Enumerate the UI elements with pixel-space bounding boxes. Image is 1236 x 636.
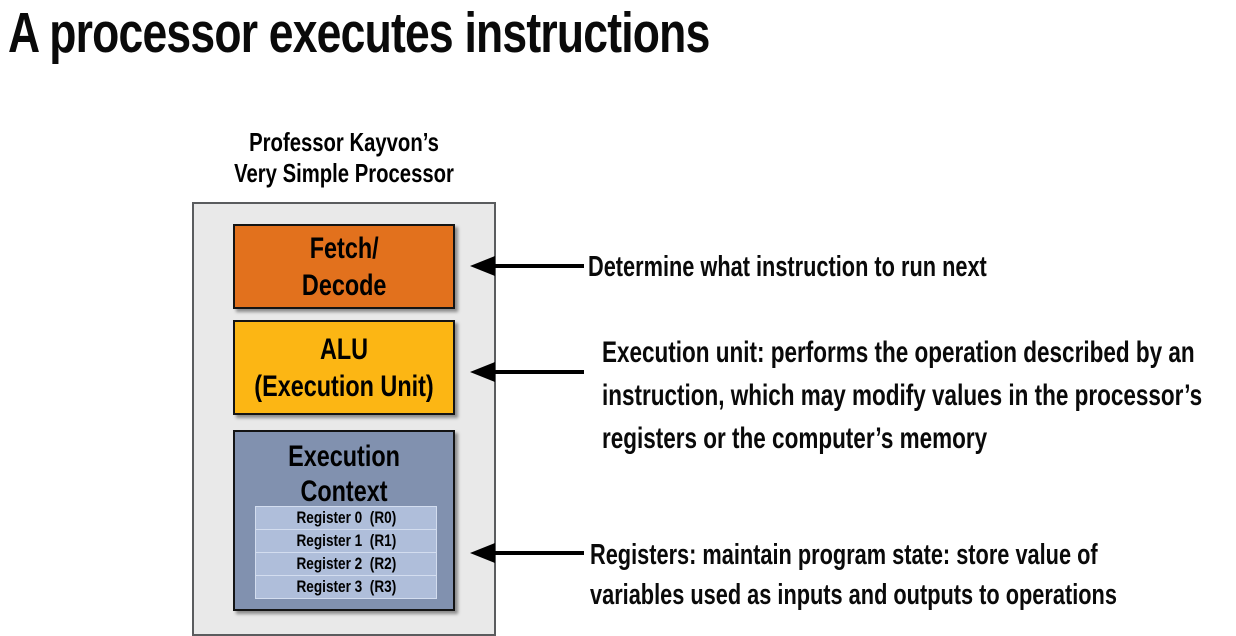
register-row-r2-label: Register 2 (R2) — [296, 554, 396, 573]
register-file: Register 0 (R0) Register 1 (R1) Register… — [255, 506, 437, 599]
left-arrowhead-icon — [470, 362, 495, 382]
fetch-decode-label-line2: Decode — [301, 268, 387, 302]
registers-annotation: Registers: maintain program state: store… — [590, 535, 1117, 615]
alu-label: ALU (Execution Unit) — [254, 331, 433, 405]
register-row-r1-label: Register 1 (R1) — [296, 531, 396, 550]
arrow-shaft — [493, 551, 584, 555]
fetch-decode-unit: Fetch/ Decode — [233, 224, 455, 309]
register-row-r2: Register 2 (R2) — [255, 552, 437, 576]
register-row-r3-label: Register 3 (R3) — [296, 577, 396, 596]
register-row-r1: Register 1 (R1) — [255, 529, 437, 553]
execution-context-label: Execution Context — [259, 432, 429, 509]
arrow-shaft — [493, 370, 584, 374]
left-arrowhead-icon — [470, 543, 495, 563]
alu-label-line1: ALU — [319, 332, 369, 366]
registers-annotation-line1: Registers: maintain program state: store… — [590, 539, 1098, 571]
processor-caption-line2: Very Simple Processor — [234, 158, 454, 188]
registers-annotation-line2: variables used as inputs and outputs to … — [590, 579, 1117, 611]
execution-context-label-line1: Execution — [288, 440, 400, 473]
fetch-annotation: Determine what instruction to run next — [588, 249, 987, 285]
alu-annotation-line2: instruction, which may modify values in … — [602, 379, 1203, 412]
alu-annotation-line1: Execution unit: performs the operation d… — [602, 336, 1195, 369]
fetch-annotation-line1: Determine what instruction to run next — [588, 251, 987, 283]
alu-label-line2: (Execution Unit) — [254, 369, 434, 403]
alu-annotation-line3: registers or the computer’s memory — [602, 422, 988, 455]
left-arrowhead-icon — [470, 256, 495, 276]
fetch-decode-label: Fetch/ Decode — [302, 230, 387, 304]
execution-context-label-line2: Context — [300, 475, 388, 508]
slide-title: A processor executes instructions — [8, 1, 710, 65]
arrow-shaft — [493, 264, 584, 268]
processor-caption: Professor Kayvon’s Very Simple Processor — [192, 127, 496, 189]
alu-annotation-arrow-icon — [470, 362, 584, 382]
register-row-r0: Register 0 (R0) — [255, 506, 437, 530]
alu-annotation: Execution unit: performs the operation d… — [602, 331, 1202, 460]
processor-caption-line1: Professor Kayvon’s — [249, 127, 439, 157]
alu-unit: ALU (Execution Unit) — [233, 320, 455, 415]
fetch-decode-label-line1: Fetch/ — [309, 231, 379, 265]
execution-context-unit: Execution Context Register 0 (R0) Regist… — [233, 430, 455, 611]
registers-annotation-arrow-icon — [470, 543, 584, 563]
register-row-r0-label: Register 0 (R0) — [296, 508, 396, 527]
fetch-annotation-arrow-icon — [470, 256, 584, 276]
register-row-r3: Register 3 (R3) — [255, 575, 437, 599]
